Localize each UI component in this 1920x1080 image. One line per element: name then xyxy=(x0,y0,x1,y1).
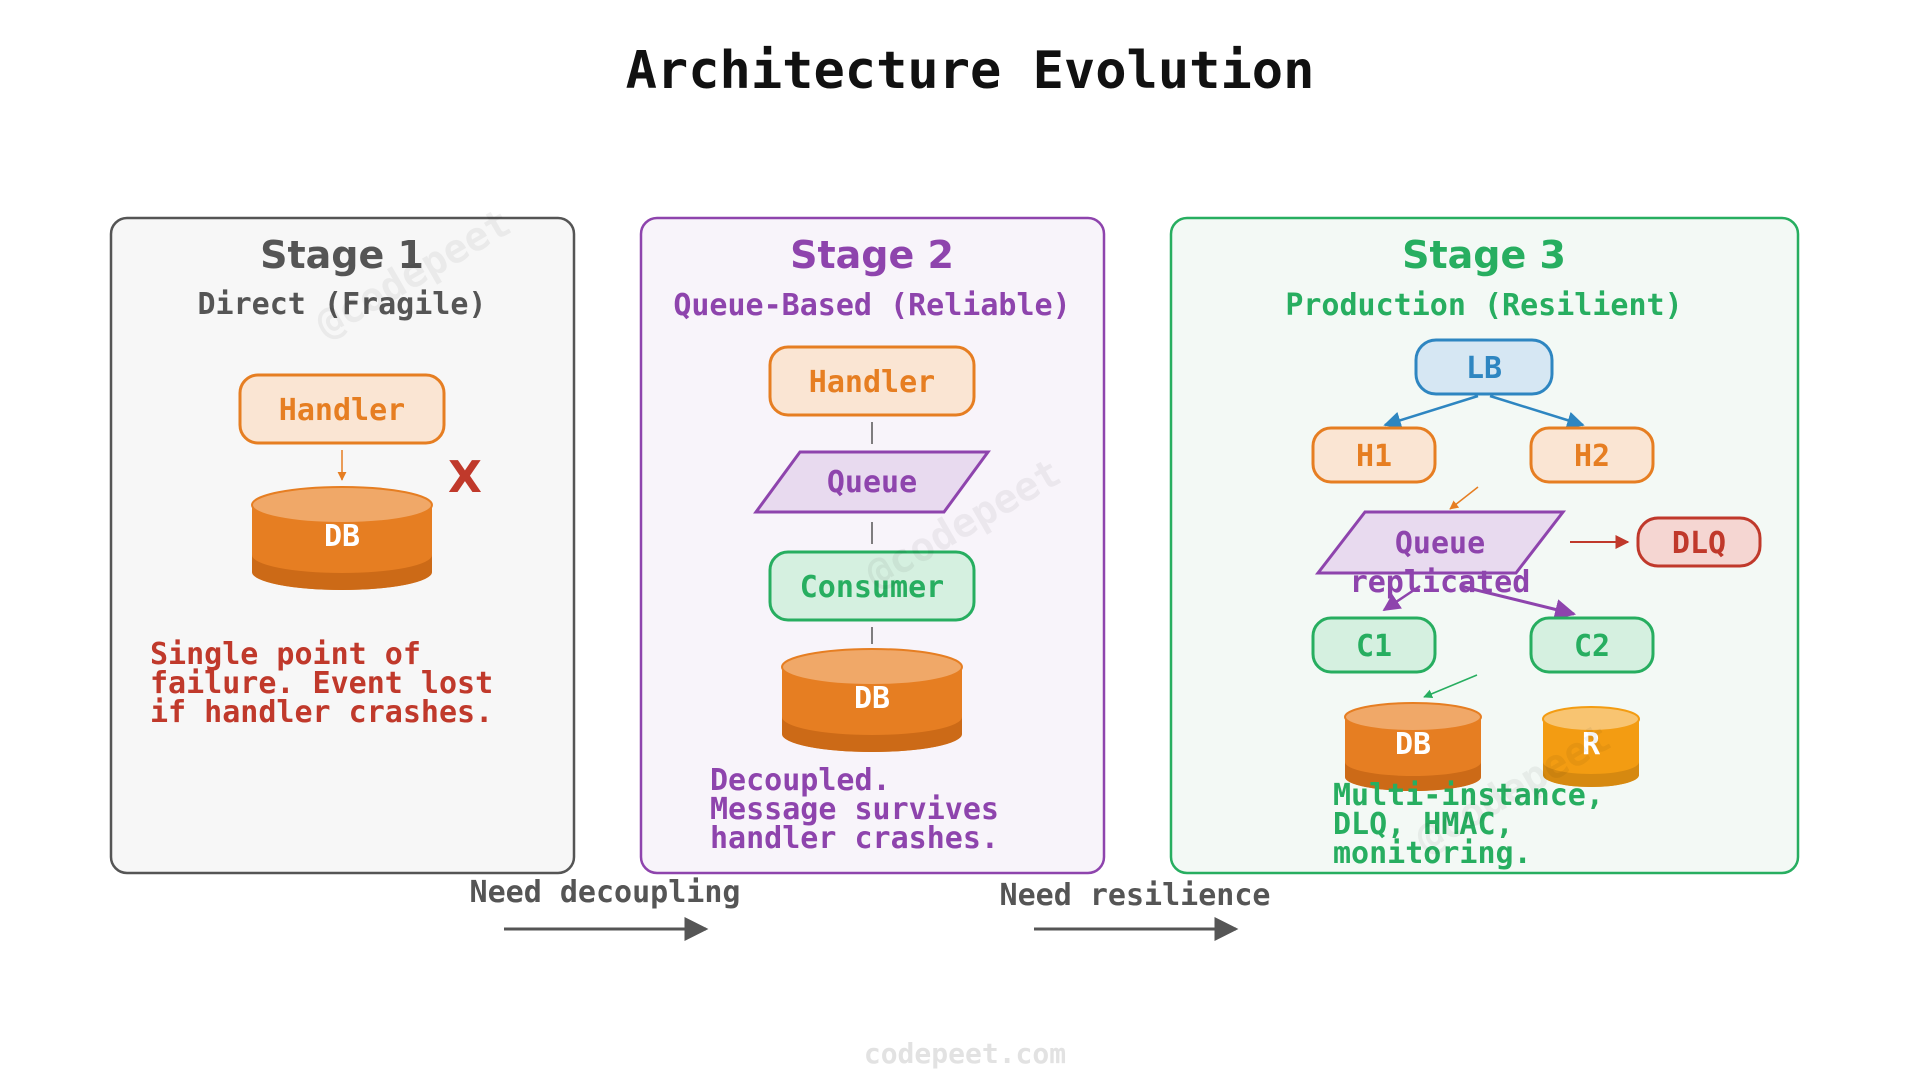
stage2-note-line-3: handler crashes. xyxy=(710,821,999,856)
stage2-frame xyxy=(639,216,1106,875)
stage3-lb-label: LB xyxy=(1466,351,1502,386)
stage2-consumer-label: Consumer xyxy=(800,570,945,605)
stage2-db-label: DB xyxy=(854,681,890,716)
stage3-h1-node xyxy=(1311,426,1437,484)
stage1-db-label: DB xyxy=(324,519,360,554)
stage3-note-line-1: Multi-instance, xyxy=(1333,778,1604,813)
stage3-heading: Stage 3 xyxy=(1402,233,1566,277)
stage1-panel: Stage 1 Direct (Fragile) Handler DB X Si… xyxy=(109,216,576,875)
stage2-queue-label: Queue xyxy=(827,465,917,500)
stage3-redis-label: R xyxy=(1582,727,1601,762)
stage3-queue-label: Queue xyxy=(1395,526,1485,561)
stage3-dlq-node xyxy=(1636,516,1762,568)
stage3-redis-cylinder xyxy=(1542,706,1640,787)
stage3-handlers-to-queue-arrow xyxy=(1449,486,1479,510)
stage3-queue-to-c1-arrow xyxy=(1382,584,1421,612)
stage3-c1-label: C1 xyxy=(1356,629,1392,664)
stage2-handler-label: Handler xyxy=(809,365,935,400)
stage1-note-line-2: failure. Event lost xyxy=(150,666,493,701)
page-title: Architecture Evolution xyxy=(626,41,1315,101)
transition-1-label: Need decoupling xyxy=(470,875,741,910)
transition-2-label: Need resilience xyxy=(1000,878,1271,913)
stage2-queue-node xyxy=(753,450,991,514)
stage3-subtitle: Production (Resilient) xyxy=(1285,288,1682,323)
stage3-lb-to-h1-arrow xyxy=(1383,394,1479,429)
stage2-db-cylinder xyxy=(781,648,963,752)
stage3-lb-to-h2-arrow xyxy=(1489,394,1585,429)
stage1-subtitle: Direct (Fragile) xyxy=(198,287,487,322)
stage3-c2-node xyxy=(1529,616,1655,674)
stage3-queue-replicated-note: replicated xyxy=(1350,565,1531,600)
stage3-panel: Stage 3 Production (Resilient) LB H1 H2 … xyxy=(1169,216,1800,875)
stage3-queue-node xyxy=(1314,510,1567,575)
stage2-heading: Stage 2 xyxy=(790,233,954,277)
stage2-handler-node xyxy=(768,345,976,417)
stage1-handler-label: Handler xyxy=(279,393,405,428)
stage3-h2-label: H2 xyxy=(1574,439,1610,474)
stage1-handler-node xyxy=(238,373,446,445)
stage2-note-line-1: Decoupled. xyxy=(710,763,891,798)
stage3-queue-to-c2-arrow xyxy=(1459,584,1577,620)
stage3-consumers-to-db-arrow xyxy=(1423,674,1478,699)
footer-site: codepeet.com xyxy=(864,1037,1066,1070)
stage1-note-line-3: if handler crashes. xyxy=(150,695,493,730)
transition-1: Need decoupling xyxy=(470,875,741,941)
stage3-db-label: DB xyxy=(1395,727,1431,762)
stage1-db-cylinder xyxy=(251,486,433,590)
stage3-c1-node xyxy=(1311,616,1437,674)
stage1-note-line-1: Single point of xyxy=(150,637,421,672)
stage2-subtitle: Queue-Based (Reliable) xyxy=(673,288,1070,323)
stage2-note-line-2: Message survives xyxy=(710,792,999,827)
stage3-note-line-3: monitoring. xyxy=(1333,836,1532,871)
stage2-panel: Stage 2 Queue-Based (Reliable) Handler Q… xyxy=(639,216,1106,875)
stage3-dlq-label: DLQ xyxy=(1672,526,1726,561)
transition-2: Need resilience xyxy=(1000,878,1271,941)
stage2-consumer-node xyxy=(768,550,976,622)
stage3-h2-node xyxy=(1529,426,1655,484)
stage3-c2-label: C2 xyxy=(1574,629,1610,664)
stage3-h1-label: H1 xyxy=(1356,439,1392,474)
stage3-lb-node xyxy=(1414,338,1554,396)
stage3-db-cylinder xyxy=(1344,702,1482,791)
stage3-note-line-2: DLQ, HMAC, xyxy=(1333,807,1514,842)
stage1-failure-mark: X xyxy=(448,452,482,503)
stage1-heading: Stage 1 xyxy=(260,233,424,277)
